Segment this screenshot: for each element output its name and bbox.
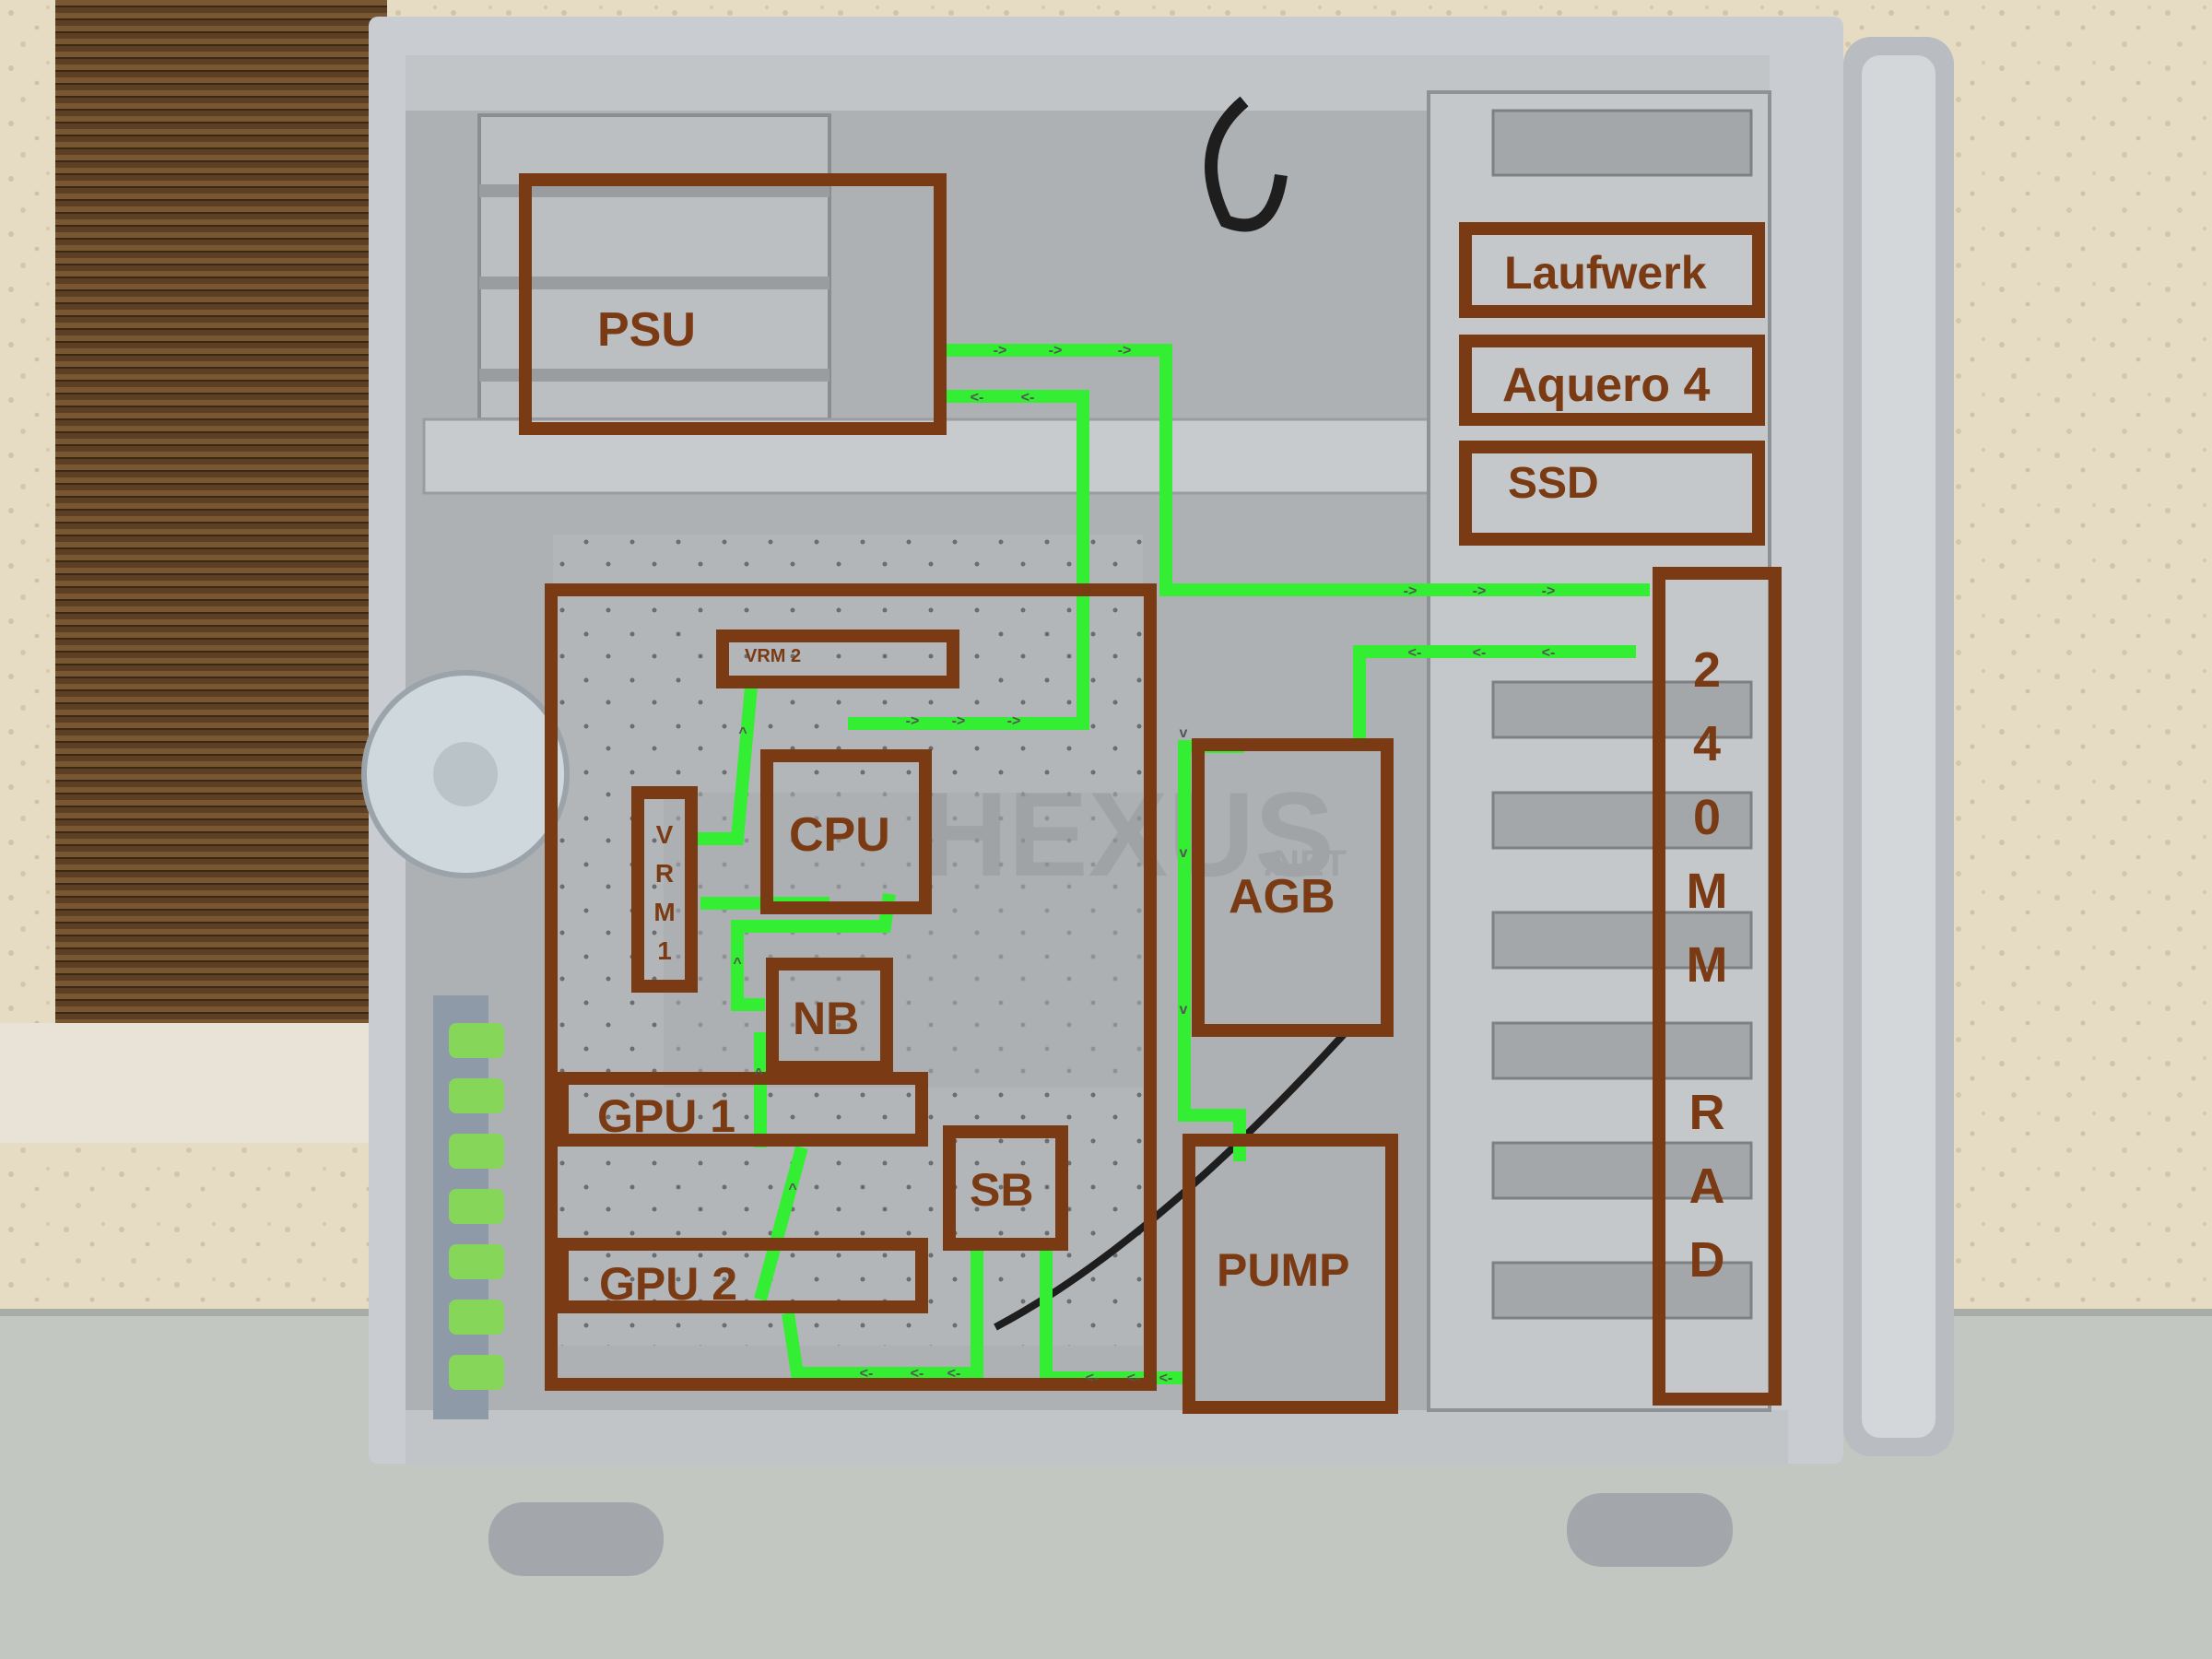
label-radiator-letter: R — [1689, 1085, 1725, 1140]
tube-radiator-to-agb — [1353, 645, 1636, 742]
flow-marker-up: ^ — [754, 1066, 762, 1082]
watermark-suffix: .NET — [1263, 843, 1347, 884]
label-radiator-letter: M — [1687, 937, 1728, 993]
tube-psu-to-radiator — [945, 344, 1650, 596]
box-gpu2 — [556, 1238, 928, 1313]
label-ssd: SSD — [1508, 459, 1599, 508]
tube-cpu-to-nb — [731, 893, 896, 1011]
label-nb: NB — [793, 993, 859, 1044]
flow-marker-down: v — [1180, 1002, 1188, 1018]
flow-marker-left: <- — [1127, 1371, 1141, 1386]
label-radiator-letter: 0 — [1693, 790, 1721, 845]
flow-marker-right: -> — [1118, 343, 1132, 359]
box-agb — [1192, 738, 1394, 1037]
tube-gpu2-to-sb — [782, 1244, 983, 1380]
label-radiator-letter: M — [1687, 864, 1728, 919]
label-vrm1-letter: M — [653, 898, 675, 926]
label-laufwerk: Laufwerk — [1504, 247, 1707, 299]
box-mainboard — [545, 583, 1157, 1391]
flow-marker-left: <- — [860, 1366, 874, 1382]
box-ssd — [1459, 441, 1765, 546]
flow-marker-left: <- — [1408, 645, 1422, 661]
flow-marker-up: ^ — [733, 956, 741, 971]
box-vrm2 — [716, 629, 959, 688]
label-radiator: 2 4 0MM RAD — [1687, 642, 1728, 1288]
label-radiator-letter: D — [1689, 1232, 1725, 1288]
flow-marker-up: ^ — [788, 1182, 796, 1197]
label-vrm1-letter: 1 — [657, 936, 672, 965]
tube-psu-return — [848, 390, 1089, 730]
flow-marker-right: -> — [1542, 583, 1556, 599]
flow-marker-left: <- — [947, 1366, 961, 1382]
coolant-loop — [696, 344, 1650, 1384]
label-agb: AGB — [1229, 870, 1335, 924]
flow-marker-right: -> — [1007, 713, 1021, 729]
flow-marker-left: <- — [911, 1366, 924, 1382]
tube-vrm2-to-vrm1 — [696, 686, 758, 845]
window-blind — [55, 0, 387, 1023]
flow-marker-left: <- — [1159, 1371, 1173, 1386]
flow-marker-up: ^ — [738, 725, 747, 741]
box-cpu — [760, 749, 932, 914]
label-vrm1-letter: R — [655, 859, 674, 888]
box-psu — [519, 173, 947, 435]
label-radiator-letter: 2 — [1693, 642, 1721, 698]
flow-marker-right: -> — [952, 713, 966, 729]
box-vrm1 — [631, 786, 698, 993]
box-nb — [766, 958, 893, 1074]
box-laufwerk — [1459, 222, 1765, 318]
box-aquero — [1459, 335, 1765, 426]
flow-marker-left: <- — [1021, 390, 1035, 406]
label-sb: SB — [970, 1164, 1033, 1216]
flow-marker-right: -> — [994, 343, 1007, 359]
label-cpu: CPU — [789, 808, 890, 862]
label-vrm1-letter: V — [656, 820, 674, 849]
box-pump — [1182, 1134, 1398, 1414]
watermark-brand: HEXUS — [922, 767, 1335, 901]
label-gpu1: GPU 1 — [597, 1090, 735, 1142]
labels: PSU Laufwerk Aquero 4 SSD VRM 2 CPU NB G… — [597, 247, 1727, 1310]
flow-marker-down: v — [1180, 725, 1188, 741]
flow-marker-left: <- — [971, 390, 984, 406]
flow-marker-right: -> — [1049, 343, 1063, 359]
label-gpu2: GPU 2 — [599, 1258, 737, 1310]
flow-marker-right: -> — [1473, 583, 1487, 599]
label-radiator-letter: A — [1689, 1159, 1725, 1214]
flow-marker-down: v — [1180, 845, 1188, 861]
label-psu: PSU — [597, 303, 696, 357]
label-vrm2: VRM 2 — [745, 646, 801, 666]
label-aquero: Aquero 4 — [1502, 359, 1710, 412]
box-gpu1 — [556, 1072, 928, 1147]
computer-case — [361, 17, 1954, 1576]
box-radiator — [1653, 567, 1782, 1406]
flow-marker-left: <- — [1086, 1371, 1100, 1386]
label-radiator-letter: 4 — [1693, 716, 1721, 771]
flow-marker-right: -> — [1404, 583, 1418, 599]
flow-marker-left: <- — [1473, 645, 1487, 661]
flow-marker-left: <- — [1542, 645, 1556, 661]
flow-marker-right: -> — [906, 713, 920, 729]
flow-markers: -> -> -> <- <- -> -> -> -> -> -> <- <- <- v v v ^ ^ ^ ^ <- <- <… — [733, 343, 1555, 1386]
label-vrm1: VRM 1 — [653, 820, 675, 965]
label-pump: PUMP — [1217, 1244, 1349, 1296]
tube-gpu1-to-gpu2 — [754, 1146, 808, 1301]
watermark: HEXUS .NET — [922, 767, 1347, 901]
box-sb — [943, 1125, 1068, 1251]
